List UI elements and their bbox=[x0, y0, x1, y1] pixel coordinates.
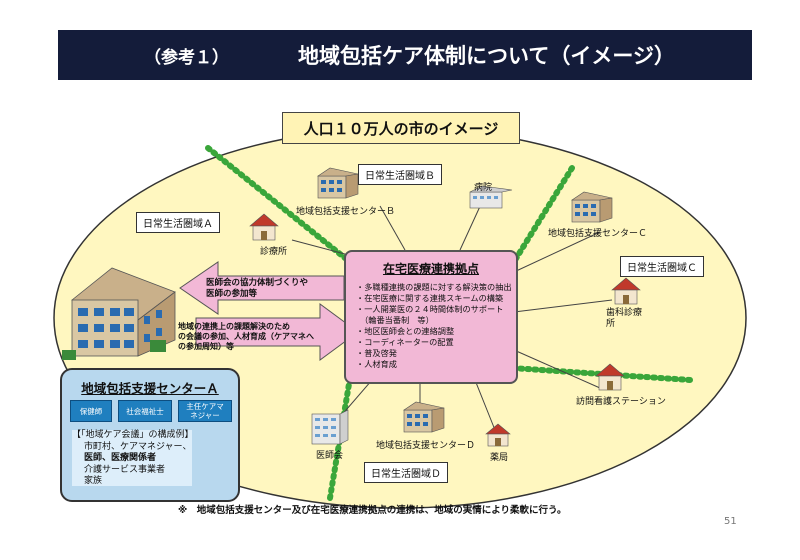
meeting-heading: 【「地域ケア会議」の構成例】 bbox=[72, 430, 194, 440]
hub-title: 在宅医療連携拠点 bbox=[382, 262, 479, 276]
header-bar: （参考１） 地域包括ケア体制について（イメージ） bbox=[58, 30, 752, 80]
hub-item: ・コーディネーターの配置 bbox=[356, 337, 454, 347]
hub-item: ・地区医師会との連絡調整 bbox=[356, 326, 455, 336]
divider-a-b bbox=[205, 145, 353, 265]
meeting-member: 家族 bbox=[84, 476, 103, 486]
page-number: 51 bbox=[724, 516, 737, 527]
hub-item: ・一人開業医の２４時間体制のサポート bbox=[356, 304, 504, 314]
dental-clinic-house-icon bbox=[611, 277, 641, 305]
area-label-c: 日常生活圏域Ｃ bbox=[620, 256, 704, 277]
arrow-lower-line-1: 地域の連携上の課題解決のため bbox=[178, 322, 290, 331]
visiting-nursing-label: 訪問看護ステーション bbox=[576, 397, 666, 407]
hub-item: ・普及啓発 bbox=[356, 348, 397, 358]
hospital-label: 病院 bbox=[474, 183, 493, 193]
role-public-health-nurse: 保健師 bbox=[70, 400, 112, 422]
meeting-panel bbox=[72, 430, 192, 486]
pharmacy-house-icon bbox=[485, 423, 511, 447]
page-title: 地域包括ケア体制について（イメージ） bbox=[298, 44, 675, 68]
center-c-building-icon bbox=[571, 191, 613, 223]
role-chief-care-manager: 主任ケアマ ネジャー bbox=[178, 400, 232, 422]
meeting-composition: 【「地域ケア会議」の構成例】 市町村、ケアマネジャー、 医師、医療関係者 介護サ… bbox=[72, 430, 194, 488]
meeting-member: 介護サービス事業者 bbox=[84, 464, 166, 475]
hospital-icon bbox=[469, 185, 513, 209]
medical-association-label: 医師会 bbox=[316, 451, 344, 461]
clinic-label: 診療所 bbox=[260, 247, 288, 257]
footnote: ※ 地域包括支援センター及び在宅医療連携拠点の連携は、地域の実情により柔軟に行う… bbox=[178, 505, 567, 516]
line-hospital bbox=[459, 201, 483, 251]
image-title: 人口１０万人の市のイメージ bbox=[282, 112, 520, 144]
hub-item: ・在宅医療に関する連携スキームの構築 bbox=[356, 293, 504, 303]
center-a-building-icon bbox=[62, 267, 176, 360]
line-pharmacy bbox=[474, 379, 496, 431]
arrow-lower-line-3: の参加周知）等 bbox=[178, 342, 234, 351]
area-label-b: 日常生活圏域Ｂ bbox=[358, 164, 442, 185]
center-b-building-icon bbox=[317, 167, 359, 199]
hub-item: ・多職種連携の課題に対する解決策の抽出 bbox=[356, 282, 512, 292]
area-label-d: 日常生活圏域Ｄ bbox=[364, 462, 448, 483]
divider-b-c bbox=[509, 165, 575, 268]
center-d-label: 地域包括支援センターＤ bbox=[376, 441, 476, 451]
arrow-upper-line-2: 医師の参加等 bbox=[206, 289, 258, 299]
line-dental bbox=[513, 299, 613, 313]
line-center-c bbox=[513, 231, 601, 273]
center-b-label: 地域包括支援センターＢ bbox=[296, 207, 396, 217]
hub-item: （輪番当番制 等） bbox=[356, 315, 434, 325]
dental-clinic-label: 歯科診療所 bbox=[606, 308, 643, 329]
header-reference: （参考１） bbox=[144, 47, 229, 68]
clinic-house-icon bbox=[249, 213, 279, 241]
medical-association-building-icon bbox=[311, 409, 349, 445]
arrow-upper-text: 医師会の協力体制づくりや 医師の参加等 bbox=[206, 278, 308, 300]
meeting-member: 医師、医療関係者 bbox=[84, 453, 157, 463]
area-label-a: 日常生活圏域Ａ bbox=[136, 212, 220, 233]
pharmacy-label: 薬局 bbox=[490, 453, 509, 463]
arrow-upper-line-1: 医師会の協力体制づくりや bbox=[206, 278, 309, 288]
line-center-b bbox=[379, 205, 406, 251]
line-visiting-nursing bbox=[513, 349, 601, 389]
arrow-lower-text: 地域の連携上の課題解決のため の会議の参加、人材育成（ケアマネへ の参加周知）等 bbox=[178, 322, 314, 352]
arrow-lower-line-2: の会議の参加、人材育成（ケアマネへ bbox=[178, 332, 314, 341]
hub-item-list: ・多職種連携の課題に対する解決策の抽出 ・在宅医療に関する連携スキームの構築 ・… bbox=[356, 282, 512, 370]
hub-item: ・人材育成 bbox=[356, 359, 397, 369]
center-a-title: 地域包括支援センターＡ bbox=[81, 381, 219, 396]
arrow-lower bbox=[195, 303, 359, 361]
role-social-worker: 社会福祉士 bbox=[118, 400, 172, 422]
meeting-member: 市町村、ケアマネジャー、 bbox=[84, 441, 192, 452]
home-care-hub: 在宅医療連携拠点 ・多職種連携の課題に対する解決策の抽出 ・在宅医療に関する連携… bbox=[344, 250, 518, 384]
visiting-nursing-house-icon bbox=[595, 363, 625, 391]
center-c-label: 地域包括支援センターＣ bbox=[548, 229, 648, 239]
center-a-box: 地域包括支援センターＡ 保健師 社会福祉士 主任ケアマ ネジャー 【「地域ケア会… bbox=[60, 368, 240, 502]
center-d-building-icon bbox=[403, 401, 445, 433]
